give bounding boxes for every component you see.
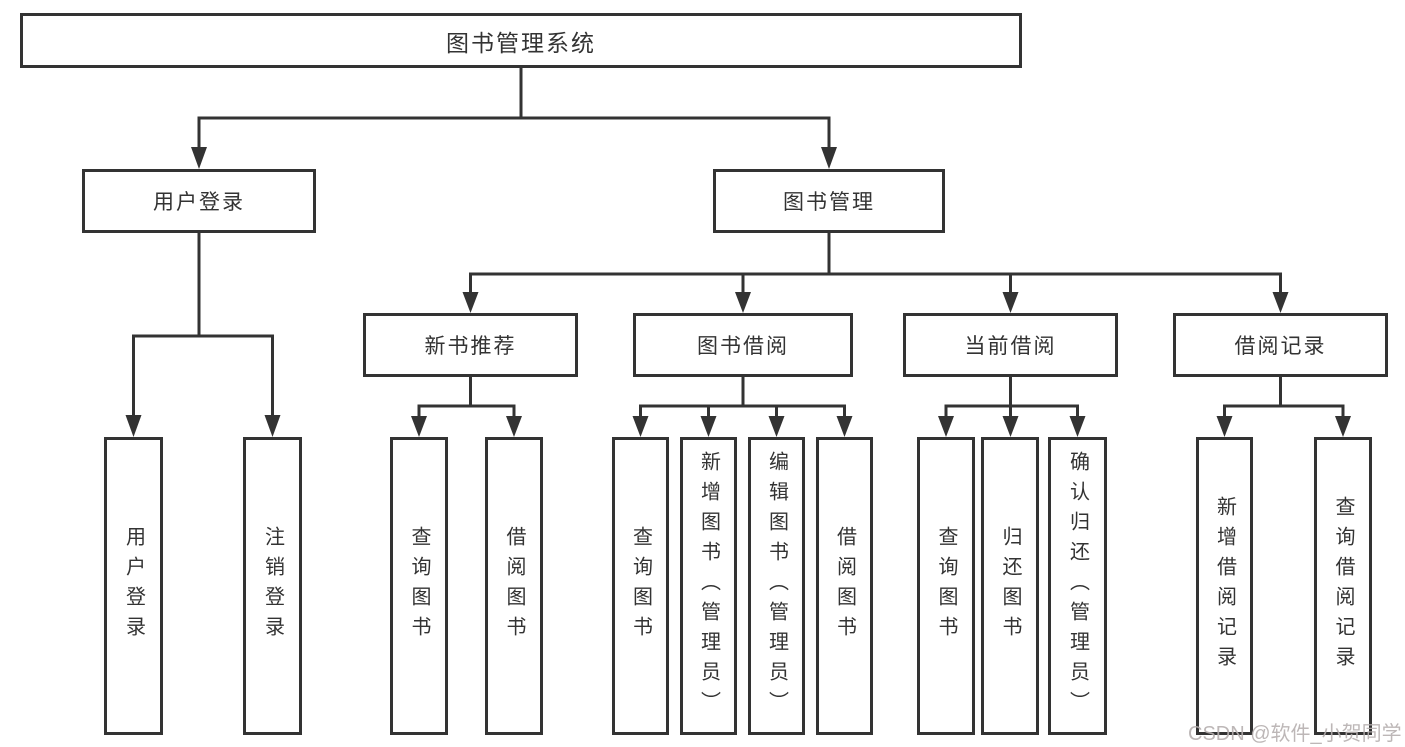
csdn-watermark: CSDN @软件_小贺同学 xyxy=(1188,723,1402,745)
connector-user-login-to-leaves xyxy=(125,231,281,437)
connector-book-borrow-to-leaves xyxy=(632,375,853,437)
node-library-management-system: 图书管理系统 xyxy=(20,13,1022,68)
leaf-current-return-books: 归还图书 xyxy=(981,437,1039,735)
node-book-borrowing: 图书借阅 xyxy=(633,313,853,377)
node-borrowing-records: 借阅记录 xyxy=(1173,313,1388,377)
leaf-current-confirm-return-admin: 确认归还（管理员） xyxy=(1048,437,1107,735)
leaf-records-add-borrow-record: 新增借阅记录 xyxy=(1196,437,1253,735)
leaf-recommend-borrow-books: 借阅图书 xyxy=(485,437,543,735)
node-book-management: 图书管理 xyxy=(713,169,945,233)
connector-borrow-record-to-leaves xyxy=(1216,375,1351,437)
connector-root-to-branches xyxy=(191,66,837,169)
connector-current-borrow-to-leaves xyxy=(938,375,1086,437)
leaf-recommend-query-books: 查询图书 xyxy=(390,437,448,735)
node-user-login: 用户登录 xyxy=(82,169,316,233)
node-new-book-recommendation: 新书推荐 xyxy=(363,313,578,377)
connector-new-book-to-leaves xyxy=(411,375,522,437)
leaf-borrowing-add-books-admin: 新增图书（管理员） xyxy=(680,437,737,735)
leaf-borrowing-query-books: 查询图书 xyxy=(612,437,669,735)
leaf-records-query-borrow-record: 查询借阅记录 xyxy=(1314,437,1372,735)
leaf-user-login: 用户登录 xyxy=(104,437,163,735)
leaf-logout: 注销登录 xyxy=(243,437,302,735)
leaf-borrowing-edit-books-admin: 编辑图书（管理员） xyxy=(748,437,805,735)
node-current-borrowing: 当前借阅 xyxy=(903,313,1118,377)
leaf-borrowing-borrow-books: 借阅图书 xyxy=(816,437,873,735)
connector-book-mgmt-to-groups xyxy=(462,231,1289,313)
leaf-current-query-books: 查询图书 xyxy=(917,437,975,735)
